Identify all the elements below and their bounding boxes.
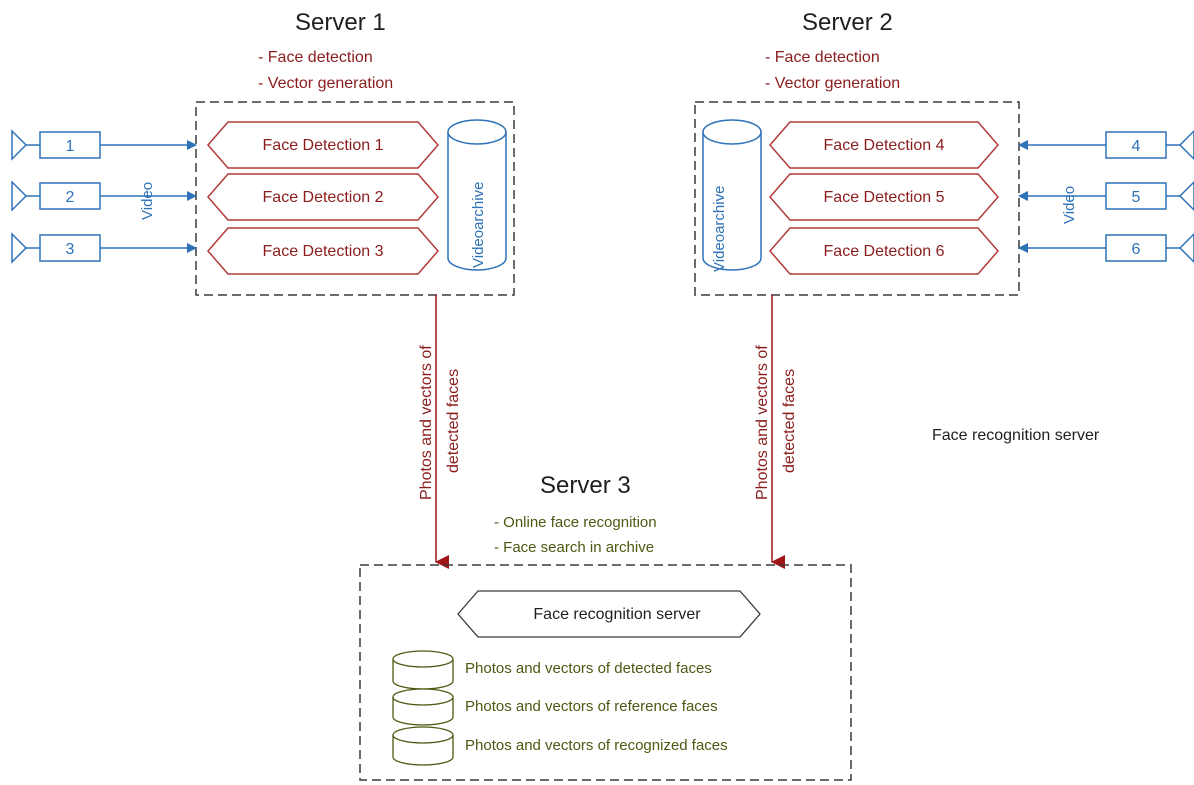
flow-label-right-line1: Photos and vectors of — [754, 345, 771, 500]
face-detection-1: Face Detection 1 — [207, 121, 439, 169]
video-label-left: Video — [139, 182, 156, 220]
camera-3-lens-icon — [11, 232, 28, 264]
db-reference-faces-label: Photos and vectors of reference faces — [465, 698, 718, 715]
server-3-box — [359, 564, 852, 781]
camera-2: 2 — [11, 180, 101, 212]
face-detection-5: Face Detection 5 — [769, 173, 999, 221]
videoarchive-2-cylinder: Videoarchive — [702, 119, 762, 272]
face-detection-3-label: Face Detection 3 — [263, 243, 384, 260]
flow-label-left-line2: detected faces — [445, 369, 462, 473]
server-1-title: Server 1 — [295, 9, 386, 36]
camera-3: 3 — [11, 232, 101, 264]
video-label-right: Video — [1061, 186, 1078, 224]
camera-3-label: 3 — [66, 241, 75, 258]
face-detection-1-label: Face Detection 1 — [263, 137, 384, 154]
face-detection-4: Face Detection 4 — [769, 121, 999, 169]
flow-label-right-line2: detected faces — [781, 369, 798, 473]
face-recognition-server-node: Face recognition server — [457, 590, 761, 638]
face-detection-6: Face Detection 6 — [769, 227, 999, 275]
face-detection-2-label: Face Detection 2 — [263, 189, 384, 206]
camera-4-lens-icon — [1178, 129, 1194, 161]
face-detection-2: Face Detection 2 — [207, 173, 439, 221]
face-detection-4-label: Face Detection 4 — [824, 137, 945, 154]
camera-6: 6 — [1105, 232, 1194, 264]
face-detection-5-label: Face Detection 5 — [824, 189, 945, 206]
camera-4-label: 4 — [1132, 138, 1141, 155]
camera-5-lens-icon — [1178, 180, 1194, 212]
camera-5: 5 — [1105, 180, 1194, 212]
db-detected-faces: Photos and vectors of detected faces — [392, 650, 712, 690]
server-1-duty-vector-generation: - Vector generation — [258, 75, 393, 92]
server-2-duty-face-detection: - Face detection — [765, 49, 880, 66]
server-3-duty-archive-search: - Face search in archive — [494, 539, 654, 556]
face-recognition-server-label: Face recognition server — [533, 606, 701, 623]
videoarchive-1-label: Videoarchive — [470, 182, 487, 268]
videoarchive-1-cylinder: Videoarchive — [447, 119, 507, 271]
camera-2-label: 2 — [66, 189, 75, 206]
face-detection-3: Face Detection 3 — [207, 227, 439, 275]
camera-1-lens-icon — [11, 129, 28, 161]
db-reference-faces: Photos and vectors of reference faces — [392, 688, 718, 726]
db-recognized-faces: Photos and vectors of recognized faces — [392, 726, 728, 766]
side-note-label: Face recognition server — [932, 427, 1100, 444]
camera-6-lens-icon — [1178, 232, 1194, 264]
db-recognized-faces-label: Photos and vectors of recognized faces — [465, 737, 728, 754]
flow-label-left-line1: Photos and vectors of — [418, 345, 435, 500]
camera-2-lens-icon — [11, 180, 28, 212]
face-detection-6-label: Face Detection 6 — [824, 243, 945, 260]
videoarchive-2-label: Videoarchive — [711, 186, 728, 272]
server-3-title: Server 3 — [540, 472, 631, 499]
server-2-duty-vector-generation: - Vector generation — [765, 75, 900, 92]
server-3-duty-online-recognition: - Online face recognition — [494, 514, 657, 531]
camera-5-label: 5 — [1132, 189, 1141, 206]
server-2-title: Server 2 — [802, 9, 893, 36]
camera-1-label: 1 — [66, 138, 75, 155]
server-1-duty-face-detection: - Face detection — [258, 49, 373, 66]
camera-6-label: 6 — [1132, 241, 1141, 258]
camera-1: 1 — [11, 129, 101, 161]
camera-4: 4 — [1105, 129, 1194, 161]
db-detected-faces-label: Photos and vectors of detected faces — [465, 660, 712, 677]
